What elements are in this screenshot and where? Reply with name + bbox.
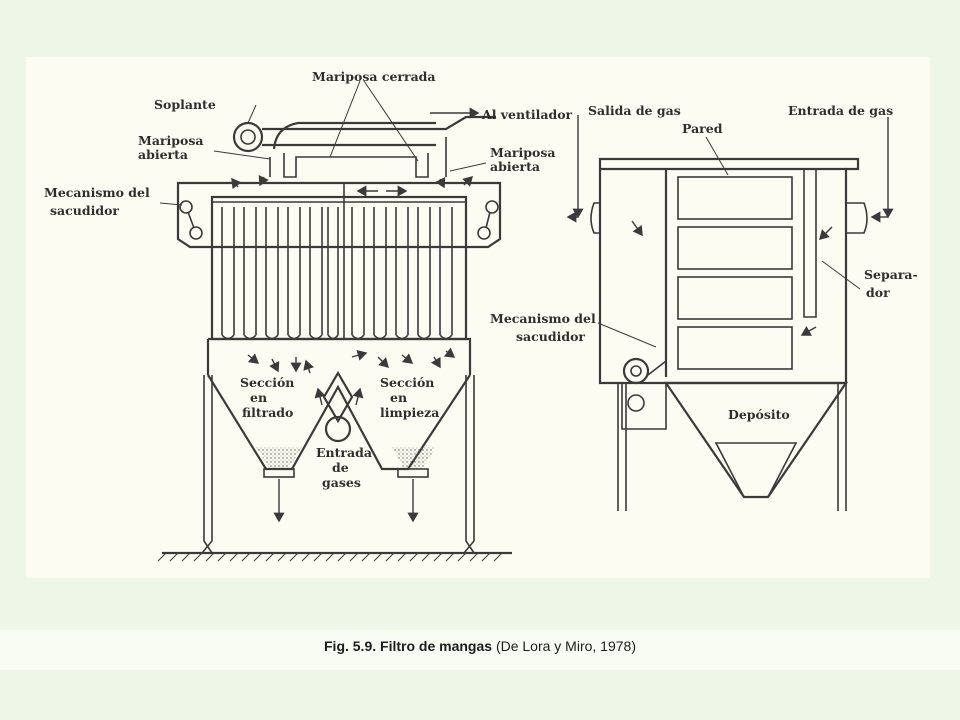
label-salida-gas: Salida de gas [588,103,681,118]
label-pared: Pared [682,121,723,136]
right-unit-drawing [566,115,894,511]
caption-figure-number: Fig. 5.9. [324,638,377,654]
bag-filter-diagram: Mariposa cerrada Soplante Al ventilador … [44,69,918,562]
label-deposito: Depósito [728,407,790,422]
filter-bags [221,207,453,340]
label-seccion-limpieza-3: limpieza [380,405,439,420]
caption-source: (De Lora y Miro, 1978) [495,638,636,654]
label-entrada-gases-2: de [332,460,349,475]
caption-band [0,630,960,670]
labels: Mariposa cerrada Soplante Al ventilador … [44,69,918,490]
label-seccion-filtrado-1: Sección [240,375,294,390]
left-unit-drawing [157,80,512,562]
label-mariposa-abierta-right-2: abierta [490,159,540,174]
label-mecanismo-left-2: sacudidor [50,203,119,218]
label-entrada-gases-3: gases [322,475,361,490]
filter-panels [677,176,793,370]
label-mariposa-cerrada: Mariposa cerrada [312,69,436,84]
label-al-ventilador: Al ventilador [481,107,573,122]
label-entrada-gas: Entrada de gas [788,103,893,118]
label-mecanismo-right-1: Mecanismo del [490,311,596,326]
caption-title: Filtro de mangas [380,638,493,654]
label-soplante: Soplante [154,97,216,112]
label-mariposa-abierta-right-1: Mariposa [490,145,556,160]
label-seccion-filtrado-3: filtrado [242,405,293,420]
ground-hatch [157,552,503,562]
figure-caption: Fig. 5.9. Filtro de mangas (De Lora y Mi… [0,638,960,654]
label-mariposa-abierta-left-2: abierta [138,147,188,162]
label-mecanismo-left-1: Mecanismo del [44,185,150,200]
label-separador-2: dor [866,285,890,300]
label-seccion-limpieza-2: en [390,390,407,405]
label-entrada-gases-1: Entrada [316,445,372,460]
label-mariposa-abierta-left-1: Mariposa [138,133,204,148]
figure-panel: Mariposa cerrada Soplante Al ventilador … [26,57,930,578]
label-seccion-filtrado-2: en [250,390,267,405]
label-mecanismo-right-2: sacudidor [516,329,585,344]
label-separador-1: Separa- [864,267,918,282]
label-seccion-limpieza-1: Sección [380,375,434,390]
